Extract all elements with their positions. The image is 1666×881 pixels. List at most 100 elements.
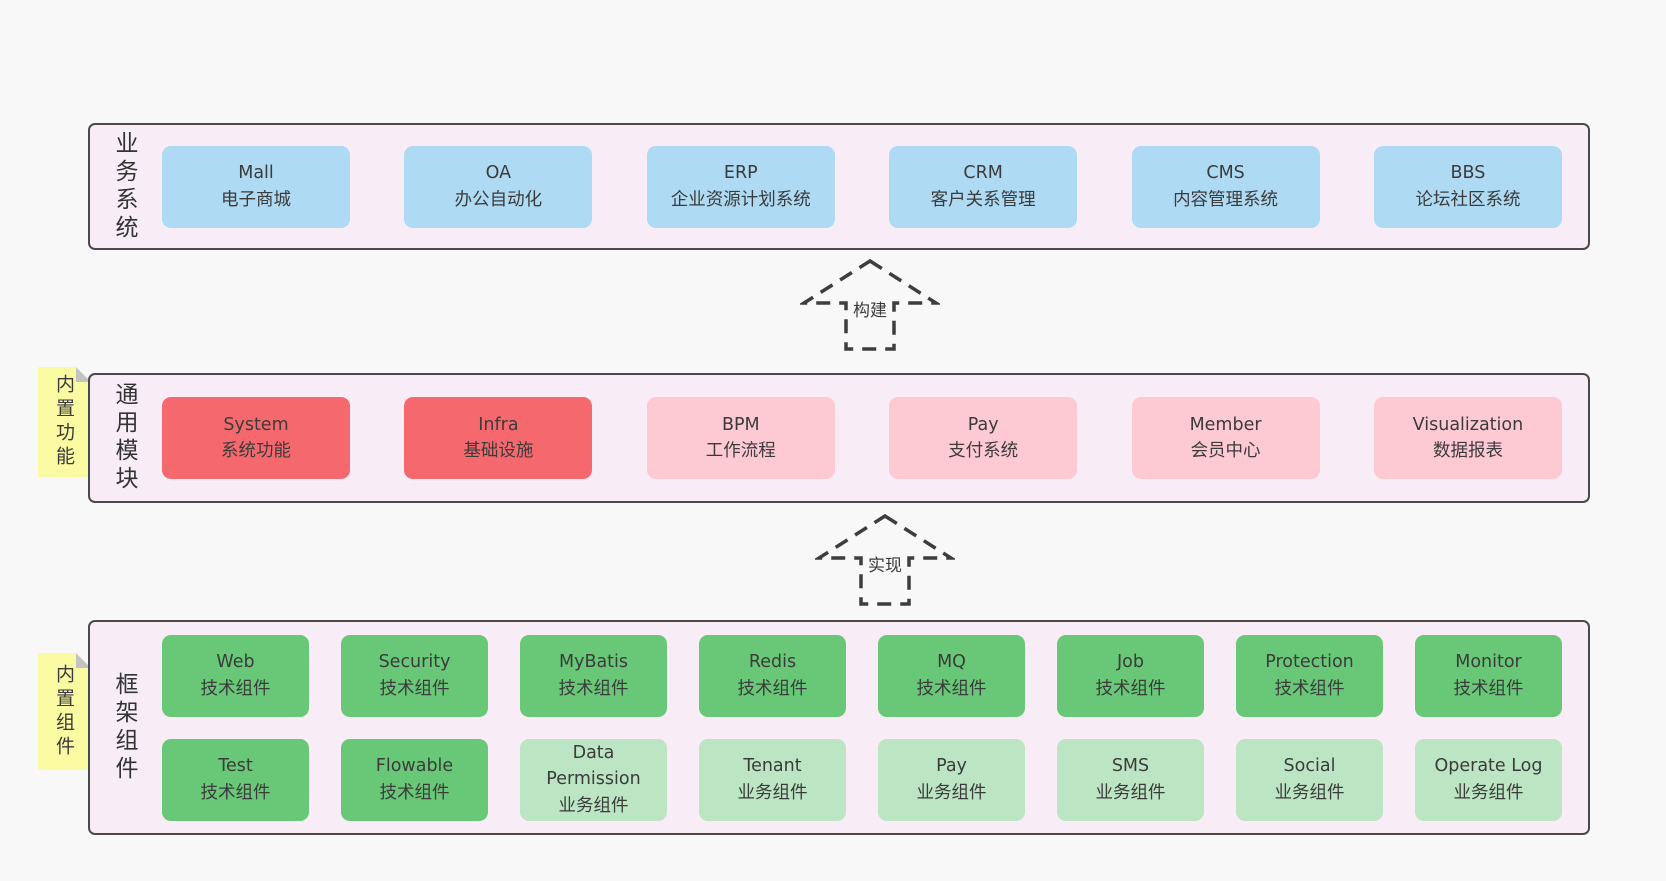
node-title: Data Permission — [546, 743, 641, 790]
node-pay-component: Pay 业务组件 — [878, 738, 1025, 821]
node-title: Redis — [748, 652, 797, 673]
node-title: Web — [216, 652, 255, 673]
node-title: CMS — [1206, 163, 1245, 184]
band-row: Test 技术组件 Flowable 技术组件 Data Permission … — [162, 738, 1562, 821]
band-row: Web 技术组件 Security 技术组件 MyBatis 技术组件 Redi… — [162, 634, 1562, 717]
node-title: Member — [1189, 414, 1262, 435]
node-title: Infra — [478, 414, 519, 435]
sticky-label: 内置组件 — [53, 663, 75, 760]
node-title: MyBatis — [558, 652, 629, 673]
node-title: System — [223, 414, 289, 435]
node-title: MQ — [937, 652, 966, 673]
node-title: BPM — [721, 414, 760, 435]
band-label-common-modules: 通用模块 — [111, 382, 137, 494]
block-arrow-up-icon — [815, 513, 955, 606]
node-mybatis: MyBatis 技术组件 — [520, 634, 667, 717]
node-subtitle: 技术组件 — [1095, 678, 1166, 699]
node-security: Security 技术组件 — [341, 634, 488, 717]
band-framework-components: 框架组件 Web 技术组件 Security 技术组件 MyBatis 技术组件… — [88, 620, 1590, 835]
node-title: BBS — [1450, 163, 1486, 184]
node-subtitle: 系统功能 — [221, 441, 291, 461]
node-tenant: Tenant 业务组件 — [699, 738, 846, 821]
node-subtitle: 业务组件 — [1095, 782, 1166, 803]
node-subtitle: 办公自动化 — [454, 189, 543, 210]
node-subtitle: 技术组件 — [379, 678, 450, 699]
node-flowable: Flowable 技术组件 — [341, 738, 488, 821]
node-protection: Protection 技术组件 — [1236, 634, 1383, 717]
node-subtitle: 内容管理系统 — [1173, 189, 1279, 210]
node-erp: ERP 企业资源计划系统 — [646, 145, 835, 228]
node-subtitle: 技术组件 — [737, 678, 808, 699]
node-infra: Infra 基础设施 — [404, 397, 593, 479]
node-subtitle: 客户关系管理 — [930, 189, 1036, 210]
node-subtitle: 技术组件 — [200, 678, 271, 699]
band-label-framework-components: 框架组件 — [111, 671, 137, 784]
node-cms: CMS 内容管理系统 — [1131, 145, 1320, 228]
node-title: Visualization — [1412, 414, 1524, 435]
node-title: Pay — [936, 756, 967, 777]
arrow-implement-label: 实现 — [864, 549, 906, 578]
node-data-permission: Data Permission 业务组件 — [520, 738, 667, 821]
sticky-built-in-components: 内置组件 — [38, 653, 91, 770]
node-mall: Mall 电子商城 — [162, 145, 350, 228]
node-social: Social 业务组件 — [1236, 738, 1383, 821]
node-title: Protection — [1265, 652, 1354, 673]
node-title: Mall — [238, 163, 274, 184]
band-row: System 系统功能 Infra 基础设施 BPM 工作流程 Pay 支付系统… — [162, 397, 1562, 479]
node-title: Pay — [967, 414, 999, 435]
node-title: Operate Log — [1434, 756, 1543, 777]
sticky-label: 内置功能 — [53, 374, 75, 470]
node-subtitle: 技术组件 — [916, 678, 987, 699]
node-title: Test — [218, 756, 253, 777]
band-rows: Web 技术组件 Security 技术组件 MyBatis 技术组件 Redi… — [156, 622, 1588, 833]
node-subtitle: 业务组件 — [1274, 782, 1345, 803]
arrow-build-label: 构建 — [849, 294, 891, 323]
band-row: Mall 电子商城 OA 办公自动化 ERP 企业资源计划系统 CRM 客户关系… — [162, 145, 1562, 228]
node-subtitle: 业务组件 — [916, 782, 987, 803]
node-title: Tenant — [743, 756, 802, 777]
node-subtitle: 技术组件 — [558, 678, 629, 699]
node-monitor: Monitor 技术组件 — [1415, 634, 1562, 717]
node-pay-module: Pay 支付系统 — [889, 397, 1078, 479]
node-title: CRM — [963, 163, 1003, 184]
arrow-build: 构建 — [800, 257, 940, 353]
node-title: Job — [1117, 652, 1144, 673]
node-subtitle: 技术组件 — [1453, 678, 1524, 699]
node-visualization: Visualization 数据报表 — [1373, 397, 1562, 479]
node-subtitle: 数据报表 — [1432, 441, 1503, 461]
node-title: OA — [485, 163, 512, 184]
node-subtitle: 电子商城 — [221, 189, 291, 210]
node-redis: Redis 技术组件 — [699, 634, 846, 717]
node-member: Member 会员中心 — [1131, 397, 1320, 479]
band-business-systems: 业务系统 Mall 电子商城 OA 办公自动化 ERP 企业资源计划系统 CRM… — [88, 123, 1590, 250]
node-system: System 系统功能 — [162, 397, 350, 479]
node-subtitle: 工作流程 — [705, 441, 776, 461]
arrow-implement: 实现 — [815, 512, 955, 608]
node-subtitle: 业务组件 — [1453, 782, 1524, 803]
band-label-business-systems: 业务系统 — [111, 130, 137, 243]
node-operate-log: Operate Log 业务组件 — [1415, 738, 1562, 821]
node-job: Job 技术组件 — [1057, 634, 1204, 717]
node-test: Test 技术组件 — [162, 738, 309, 821]
node-title: Security — [378, 652, 451, 673]
node-oa: OA 办公自动化 — [404, 145, 593, 228]
band-common-modules: 通用模块 System 系统功能 Infra 基础设施 BPM 工作流程 Pay… — [88, 373, 1590, 503]
node-web: Web 技术组件 — [162, 634, 309, 717]
band-rows: System 系统功能 Infra 基础设施 BPM 工作流程 Pay 支付系统… — [156, 375, 1588, 501]
node-subtitle: 基础设施 — [463, 441, 534, 461]
block-arrow-up-icon — [800, 258, 940, 351]
node-bbs: BBS 论坛社区系统 — [1373, 145, 1562, 228]
node-title: ERP — [723, 163, 758, 184]
node-sms: SMS 业务组件 — [1057, 738, 1204, 821]
band-rows: Mall 电子商城 OA 办公自动化 ERP 企业资源计划系统 CRM 客户关系… — [156, 125, 1588, 248]
node-title: Monitor — [1455, 652, 1522, 673]
node-title: SMS — [1111, 756, 1150, 777]
sticky-built-in-features: 内置功能 — [38, 367, 91, 477]
node-crm: CRM 客户关系管理 — [889, 145, 1078, 228]
node-subtitle: 技术组件 — [379, 782, 450, 803]
node-subtitle: 支付系统 — [948, 441, 1019, 461]
node-subtitle: 论坛社区系统 — [1415, 189, 1521, 210]
node-subtitle: 业务组件 — [737, 782, 808, 803]
node-subtitle: 会员中心 — [1190, 441, 1261, 461]
node-subtitle: 企业资源计划系统 — [670, 189, 811, 210]
